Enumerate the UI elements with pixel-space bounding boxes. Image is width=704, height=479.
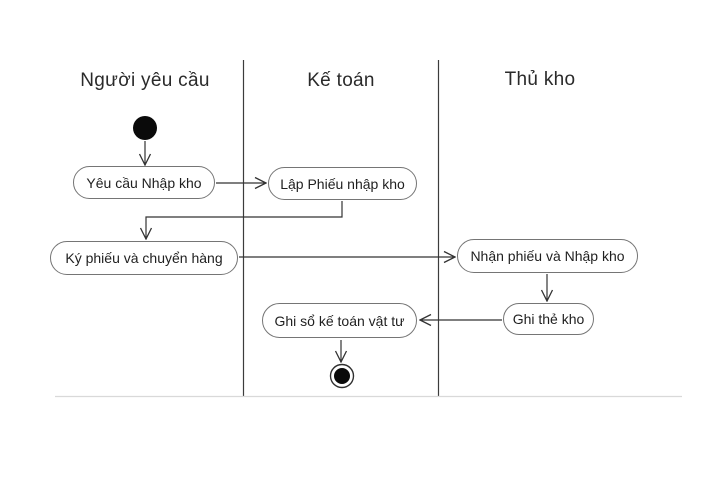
initial-node bbox=[133, 116, 157, 140]
activity-ky-phieu-va-chuyen-hang: Ký phiếu và chuyển hàng bbox=[50, 241, 238, 275]
activity-ghi-so-ke-toan-vat-tu: Ghi sổ kế toán vật tư bbox=[262, 303, 417, 338]
final-node-core bbox=[334, 368, 350, 384]
flow-lap-phieu-to-ky-phieu bbox=[146, 201, 343, 239]
lane-header-ke-toan: Kế toán bbox=[307, 70, 375, 91]
activity-yeu-cau-nhap-kho: Yêu cầu Nhập kho bbox=[73, 166, 215, 199]
activity-ghi-the-kho: Ghi thẻ kho bbox=[503, 303, 594, 335]
activity-nhan-phieu-va-nhap-kho: Nhận phiếu và Nhập kho bbox=[457, 239, 638, 273]
lane-header-thu-kho: Thủ kho bbox=[504, 69, 576, 90]
lane-header-nguoi-yeu-cau: Người yêu cầu bbox=[80, 70, 210, 91]
activity-lap-phieu-nhap-kho: Lập Phiếu nhập kho bbox=[268, 167, 417, 200]
